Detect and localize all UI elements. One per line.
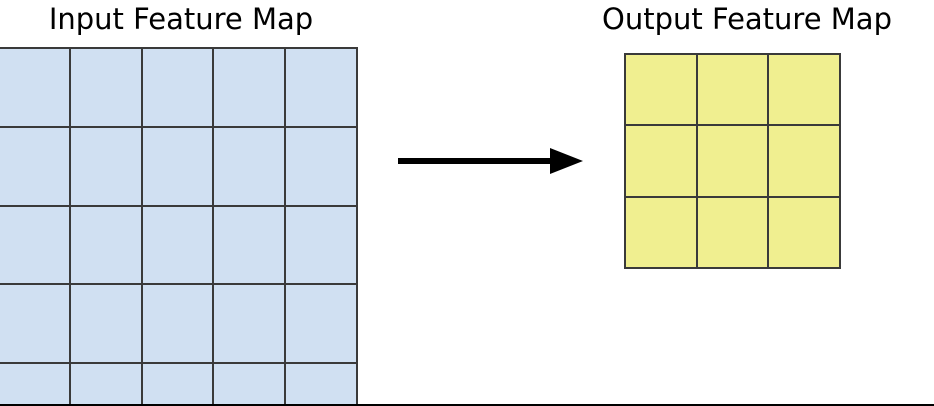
input-grid-cell	[0, 127, 69, 205]
output-grid-cell	[626, 126, 696, 196]
input-grid-cell	[70, 206, 141, 284]
input-grid-cell	[142, 127, 213, 205]
input-grid-cell	[286, 285, 356, 363]
input-grid-cell	[70, 364, 141, 404]
input-grid-cell	[214, 206, 285, 284]
input-grid-cell	[286, 49, 356, 126]
input-grid-cell	[0, 206, 69, 284]
input-grid-cell	[70, 285, 141, 363]
output-grid-cell	[769, 126, 839, 196]
input-grid-cell	[214, 49, 285, 126]
input-grid-cell	[286, 206, 356, 284]
output-feature-map-title: Output Feature Map	[602, 2, 892, 36]
output-grid-cell	[626, 55, 696, 125]
input-grid-cell	[142, 364, 213, 404]
output-grid-cell	[769, 197, 839, 267]
input-grid-cell	[286, 364, 356, 404]
input-grid-cell	[286, 127, 356, 205]
input-grid-cell	[0, 364, 69, 404]
input-grid-cell	[214, 364, 285, 404]
output-grid-cell	[626, 197, 696, 267]
input-grid-cell	[142, 285, 213, 363]
right-arrow-icon	[398, 148, 583, 174]
input-grid-cell	[70, 49, 141, 126]
output-feature-map-grid	[624, 53, 841, 269]
output-grid-cell	[769, 55, 839, 125]
input-grid-cell	[70, 127, 141, 205]
input-grid-cell	[214, 127, 285, 205]
input-feature-map-grid	[0, 47, 358, 404]
input-feature-map-title: Input Feature Map	[48, 2, 314, 36]
input-grid-cell	[0, 285, 69, 363]
input-grid-cell	[142, 49, 213, 126]
input-grid-cell	[214, 285, 285, 363]
output-grid-cell	[697, 55, 768, 125]
output-grid-cell	[697, 197, 768, 267]
output-grid-cell	[697, 126, 768, 196]
input-grid-cell	[142, 206, 213, 284]
input-grid-cell	[0, 49, 69, 126]
